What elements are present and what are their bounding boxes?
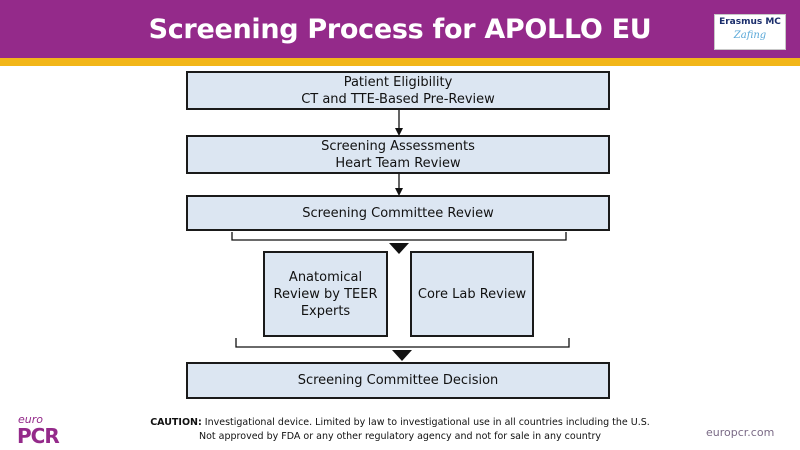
erasmus-mc-logo: Erasmus MC Zafing [714,14,786,50]
box2-line2: Heart Team Review [335,155,461,171]
anatomical-review-box: Anatomical Review by TEER Experts [263,251,388,337]
screening-committee-review-box: Screening Committee Review [186,195,610,231]
box6-label: Screening Committee Decision [297,373,499,388]
split-bracket [231,232,567,241]
brand-euro-text: euro [18,413,43,426]
logo-text: Erasmus MC [719,17,781,27]
logo-tagline: Zafing [733,30,767,41]
header-accent-stripe [0,58,800,66]
box1-line2: CT and TTE-Based Pre-Review [301,91,495,107]
merge-bracket [235,338,570,348]
merge-arrowhead [392,350,412,361]
patient-eligibility-box: Patient Eligibility CT and TTE-Based Pre… [186,71,610,110]
core-lab-review-box: Core Lab Review [410,251,534,337]
box5-label: Core Lab Review [417,286,527,302]
box1-line1: Patient Eligibility [343,74,453,90]
split-arrowhead [389,243,409,254]
box2-line1: Screening Assessments [321,138,475,154]
caution-label: CAUTION: [150,417,202,428]
caution-line1: Investigational device. Limited by law t… [201,417,650,428]
caution-line2: Not approved by FDA or any other regulat… [199,431,601,442]
header-bar [0,0,800,58]
box4-line3: Experts [300,303,351,319]
box4-line1: Anatomical [288,269,363,285]
brand-pcr-logo: PCR [17,424,60,448]
website-link: europcr.com [706,426,775,439]
screening-committee-decision-box: Screening Committee Decision [186,362,610,399]
caution-notice: CAUTION: Investigational device. Limited… [120,416,680,444]
box4-line2: Review by TEER [273,286,378,302]
page-title: Screening Process for APOLLO EU [148,14,652,45]
screening-assessments-box: Screening Assessments Heart Team Review [186,135,610,174]
box3-label: Screening Committee Review [302,205,494,221]
